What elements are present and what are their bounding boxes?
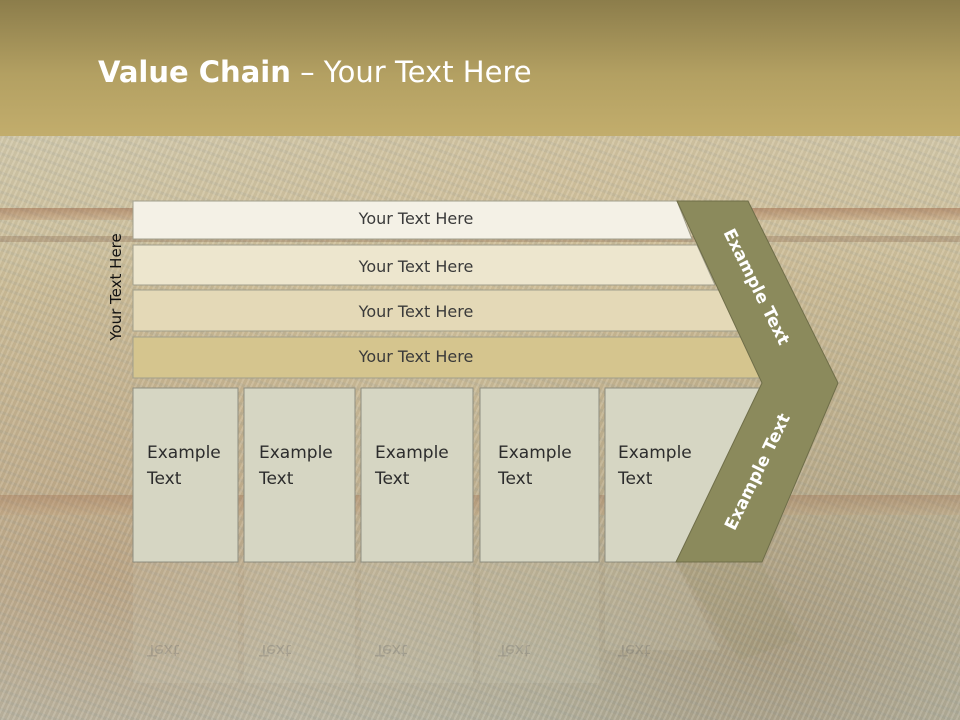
activity-box-label-4b: Text (497, 469, 533, 489)
activity-box-label-1b: Text (146, 469, 182, 489)
activity-box-label-2b: Text (258, 469, 294, 489)
row-bar-2 (132, 244, 716, 286)
row-label-1: Your Text Here (358, 209, 474, 228)
activity-box-2: Example Text (243, 387, 356, 563)
reflection (133, 563, 800, 683)
activity-box-1: Example Text (132, 387, 239, 563)
activity-box-3: Example Text (360, 387, 474, 563)
reflection-label-3: Text (374, 641, 407, 660)
activity-box-label-5: Example (618, 443, 692, 463)
row-label-3: Your Text Here (358, 302, 474, 321)
row-group-3: Your Text Here (132, 289, 740, 332)
activity-box-label-3: Example (375, 443, 449, 463)
slide-title: Value Chain – Your Text Here (98, 55, 532, 89)
reflection-text: Text Text Text Text Text (146, 641, 650, 660)
row-bar-1 (132, 200, 693, 240)
activity-box-label-2: Example (259, 443, 333, 463)
activity-box-label-5b: Text (617, 469, 653, 489)
title-rest: – Your Text Here (290, 55, 532, 89)
row-group-4: Your Text Here (132, 336, 765, 379)
title-bold: Value Chain (98, 55, 291, 89)
header-band: Value Chain – Your Text Here (0, 0, 960, 136)
reflection-label-2: Text (258, 641, 291, 660)
row-label-2: Your Text Here (358, 257, 474, 276)
reflection-label-1: Text (146, 641, 179, 660)
row-group-1: Your Text Here (132, 200, 693, 240)
chevron-arrow (675, 200, 839, 563)
activity-box-5: Example Text (604, 387, 763, 563)
reflection-label-5: Text (617, 641, 650, 660)
activity-box-label-4: Example (498, 443, 572, 463)
activity-box-4: Example Text (479, 387, 600, 563)
activity-box-label-1: Example (147, 443, 221, 463)
reflection-label-4: Text (497, 641, 530, 660)
row-group-2: Your Text Here (132, 244, 716, 286)
row-label-4: Your Text Here (358, 347, 474, 366)
activity-box-label-3b: Text (374, 469, 410, 489)
